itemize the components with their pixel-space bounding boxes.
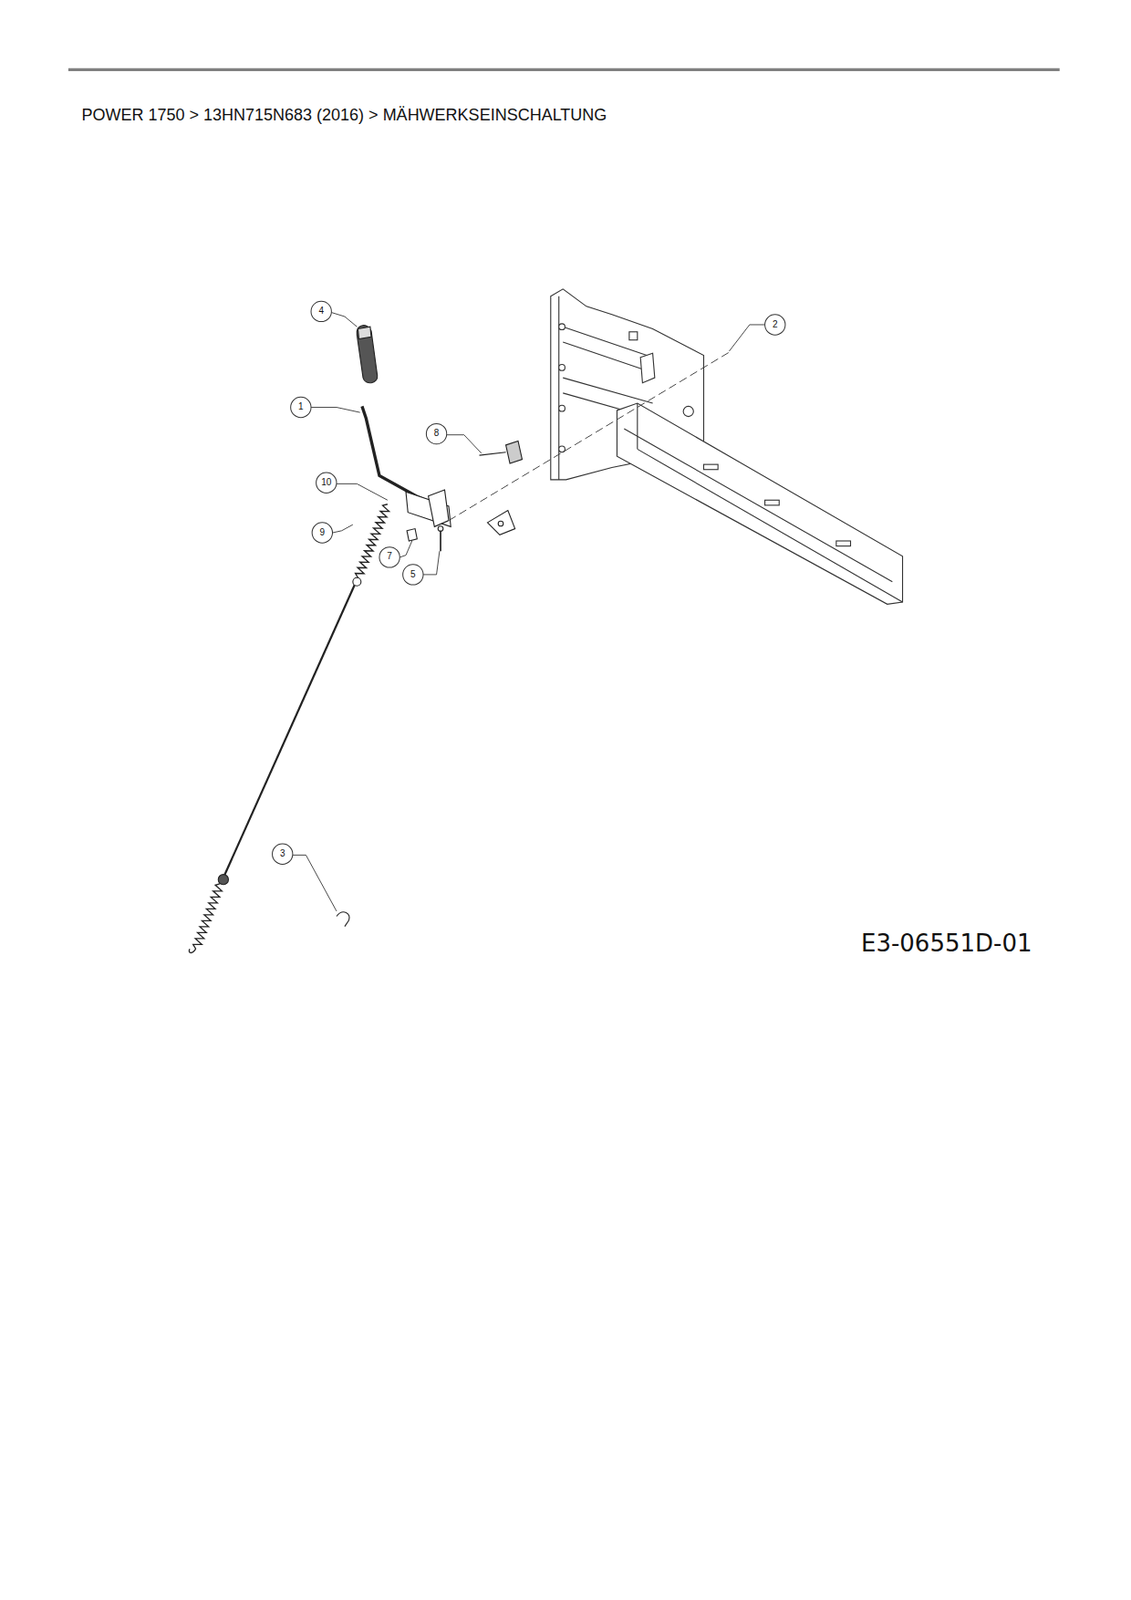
- spring-hook: [188, 948, 196, 953]
- spring: [193, 883, 223, 950]
- springs: [188, 504, 389, 954]
- parts: [217, 325, 522, 927]
- callout-number: 2: [765, 314, 786, 335]
- callout-number: 10: [316, 472, 337, 493]
- callout-number: 1: [290, 396, 312, 417]
- assembly-line: [448, 352, 729, 520]
- page-title: POWER 1750 > 13HN715N683 (2016) > MÄHWER…: [81, 105, 607, 125]
- drawing-code: E3-06551D-01: [861, 929, 1033, 957]
- callout-number: 7: [379, 546, 400, 567]
- leader-lines: [292, 312, 766, 912]
- header-rule: [68, 68, 1060, 72]
- callout-circles: [272, 300, 786, 864]
- callout-number: 4: [311, 300, 332, 322]
- frame: [550, 289, 903, 605]
- callout-number: 9: [311, 522, 333, 543]
- callout-number: 8: [426, 423, 447, 444]
- callout-number: 5: [403, 564, 424, 585]
- spring: [355, 504, 390, 579]
- callout-number: 3: [272, 843, 293, 864]
